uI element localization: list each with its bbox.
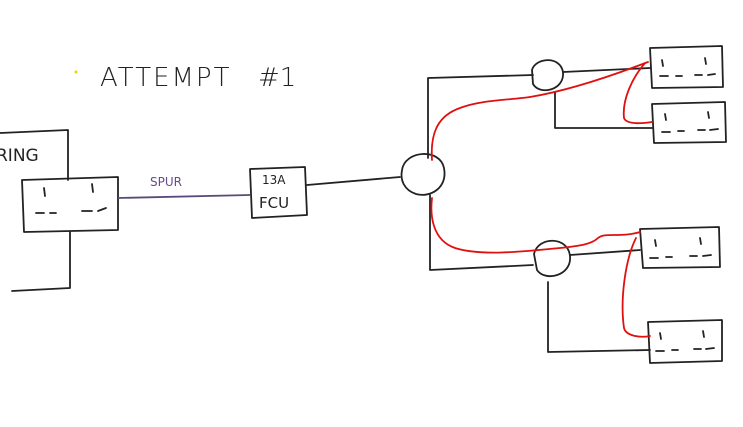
junction-box-main [400, 153, 446, 196]
socket-top-2 [651, 101, 727, 144]
red-wire-route [430, 61, 653, 338]
bottom-branch [429, 194, 723, 364]
top-branch [427, 45, 727, 159]
title-text: ATTEMPT [100, 63, 232, 93]
socket-bottom-1 [639, 226, 721, 269]
ring-label: RING [0, 146, 39, 166]
spur-cable [117, 194, 251, 199]
fcu-rating: 13A [262, 173, 286, 187]
junction-box-top [531, 59, 564, 92]
ring-socket [11, 176, 119, 292]
title-number: #1 [258, 63, 296, 93]
yellow-dot [74, 70, 78, 74]
fcu-label: FCU [259, 194, 289, 212]
junction-box-bottom [533, 239, 571, 278]
spur-label: SPUR [150, 175, 182, 189]
socket-top-1 [649, 45, 724, 89]
fcu-output-cable [306, 176, 401, 186]
socket-bottom-2 [647, 319, 723, 364]
ring-box: RING [0, 129, 69, 181]
fcu-box: 13A FCU [249, 166, 308, 219]
